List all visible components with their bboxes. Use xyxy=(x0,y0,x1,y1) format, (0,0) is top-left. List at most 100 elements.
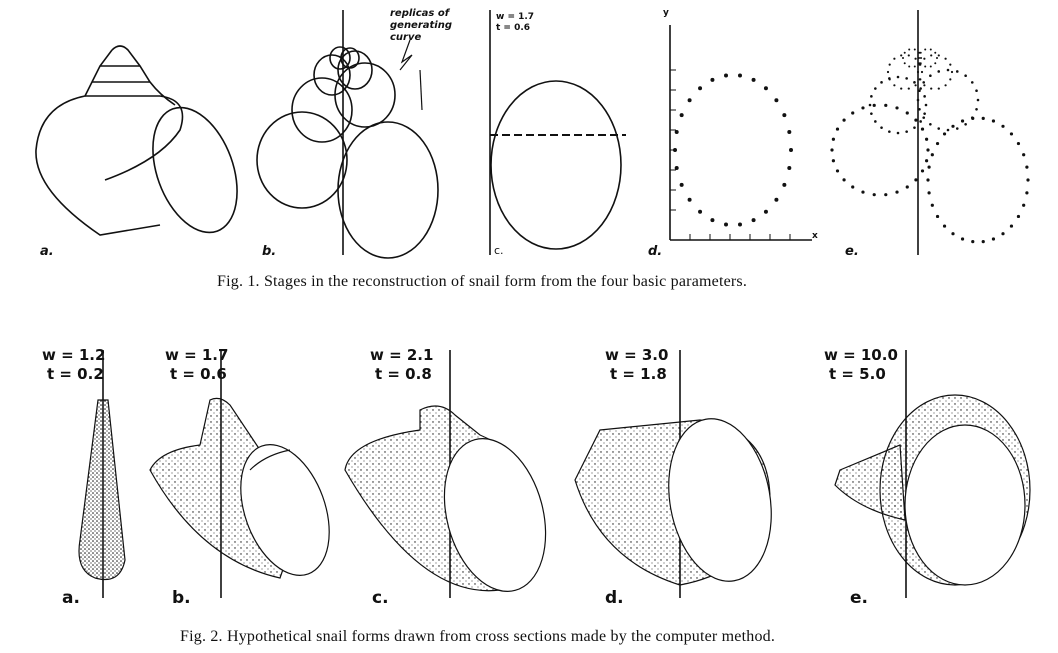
curve-point xyxy=(971,240,975,244)
fig2-shell-c xyxy=(344,405,547,592)
curve-point xyxy=(1001,124,1005,128)
curve-point xyxy=(913,65,916,68)
curve-point xyxy=(949,63,952,66)
curve-point xyxy=(868,103,872,107)
curve-point xyxy=(842,118,846,122)
y-axis-label: y xyxy=(663,8,669,18)
curve-point xyxy=(1009,224,1014,228)
replicas-annotation: replicas of generating curve xyxy=(390,8,452,44)
curve-point xyxy=(851,185,855,189)
curve-point xyxy=(787,130,792,135)
curve-point xyxy=(908,65,911,68)
curve-point xyxy=(1022,203,1026,207)
curve-point xyxy=(950,70,954,74)
curve-point xyxy=(923,95,926,98)
curve-point xyxy=(789,148,793,152)
curve-point xyxy=(913,126,916,129)
param-t: t = 0.6 xyxy=(496,23,531,33)
curve-point xyxy=(951,124,955,128)
curve-point xyxy=(918,107,921,111)
curve-point xyxy=(920,169,925,173)
curve-point xyxy=(944,57,947,60)
curve-point xyxy=(893,84,896,87)
curve-point xyxy=(1025,191,1029,195)
curve-point xyxy=(724,73,729,78)
curve-point xyxy=(1026,178,1030,182)
curve-point xyxy=(937,87,940,90)
curve-point xyxy=(905,130,908,133)
curve-point xyxy=(927,165,931,169)
curve-point xyxy=(935,141,940,146)
curve-point xyxy=(687,98,692,103)
curve-point xyxy=(895,190,899,194)
curve-point xyxy=(874,87,877,90)
curve-point xyxy=(710,77,715,82)
curve-point xyxy=(935,214,940,219)
curve-point xyxy=(923,84,926,87)
fig1-panel-a-shell xyxy=(35,45,238,236)
curve-point xyxy=(914,118,918,122)
curve-point xyxy=(944,84,947,87)
curve-point xyxy=(872,103,876,107)
figure1-caption: Fig. 1. Stages in the reconstruction of … xyxy=(217,273,748,290)
curve-point xyxy=(1016,214,1021,219)
curve-point xyxy=(835,169,840,173)
curve-point xyxy=(926,178,930,182)
curve-point xyxy=(916,98,920,102)
curve-point xyxy=(774,98,779,103)
fig2-panel-c-label: c. xyxy=(372,588,389,608)
curve-point xyxy=(874,120,877,123)
curve-point xyxy=(880,126,883,129)
curve-point xyxy=(930,54,933,57)
curve-point xyxy=(913,81,916,84)
curve-point xyxy=(918,89,921,93)
curve-point xyxy=(937,127,941,130)
curve-point xyxy=(924,65,927,68)
curve-point xyxy=(936,57,938,59)
curve-point xyxy=(787,165,792,170)
curve-point xyxy=(872,193,876,197)
curve-point xyxy=(930,153,934,157)
curve-point xyxy=(908,48,911,51)
curve-point xyxy=(991,119,996,123)
curve-point xyxy=(884,193,888,197)
fig1-panel-d-label: d. xyxy=(648,244,663,259)
param-t: t = 1.8 xyxy=(610,365,667,383)
curve-point xyxy=(888,63,891,66)
fig2-shell-b xyxy=(149,397,330,579)
curve-point xyxy=(934,51,937,54)
curve-point xyxy=(918,51,921,54)
curve-point xyxy=(920,57,922,59)
param-w: w = 1.2 xyxy=(42,346,106,364)
curve-point xyxy=(831,159,835,163)
curve-point xyxy=(763,209,768,214)
curve-point xyxy=(737,73,742,78)
curve-point xyxy=(903,51,906,54)
param-w: w = 1.7 xyxy=(496,12,535,22)
curve-point xyxy=(905,185,909,189)
fig2-shell-a xyxy=(78,399,126,581)
curve-point xyxy=(916,70,920,74)
curve-point xyxy=(674,165,679,170)
fig1-panel-c-curve xyxy=(489,10,626,255)
curve-point xyxy=(679,182,684,187)
fig1-panel-e-label: e. xyxy=(845,244,859,259)
curve-point xyxy=(949,78,952,81)
curve-point xyxy=(951,232,955,236)
curve-point xyxy=(923,112,926,115)
curve-point xyxy=(896,131,900,135)
curve-point xyxy=(835,127,840,131)
curve-point xyxy=(922,81,926,84)
curve-point xyxy=(991,237,996,241)
curve-point xyxy=(710,218,715,223)
curve-point xyxy=(929,122,932,126)
curve-point xyxy=(981,116,985,120)
curve-point xyxy=(861,190,865,194)
fig2-shell-e xyxy=(834,394,1031,586)
curve-point xyxy=(934,62,937,65)
curve-point xyxy=(870,95,873,98)
